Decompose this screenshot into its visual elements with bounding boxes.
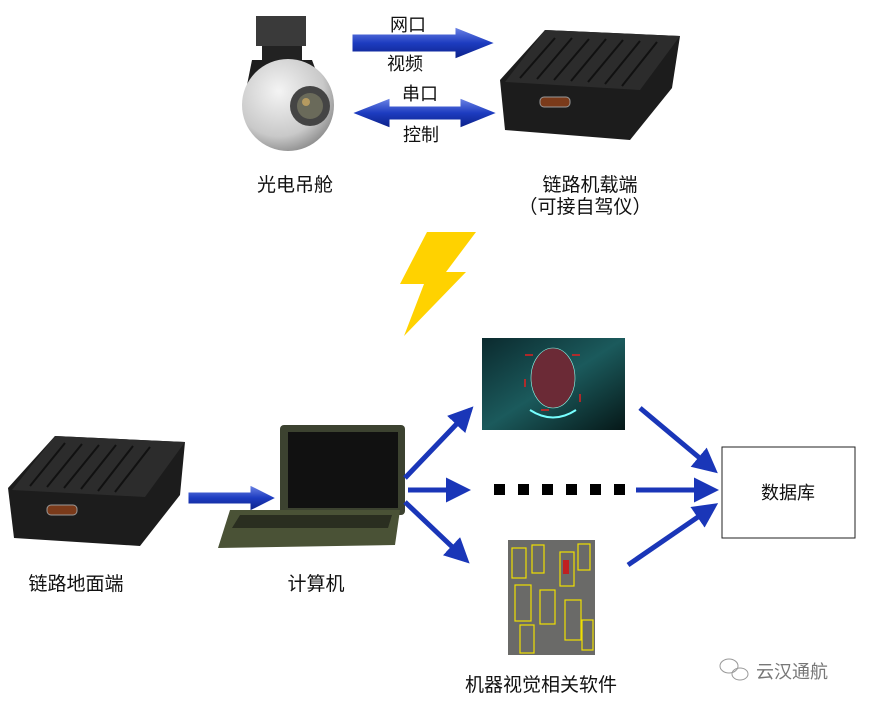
person-detection-image [508, 540, 595, 655]
database-box [721, 446, 856, 539]
airborne-link-module-image [500, 30, 680, 140]
ellipsis-dots [494, 484, 625, 495]
video-arrow-icon [351, 26, 497, 60]
watermark-text: 云汉通航 [756, 662, 828, 683]
database-label: 数据库 [761, 483, 815, 504]
ground-to-computer-arrow-icon [187, 484, 278, 512]
wechat-icon [719, 658, 749, 681]
arrow-label-serial: 串口 [402, 84, 438, 105]
gimbal-camera-image [242, 16, 334, 151]
gimbal-label: 光电吊舱 [257, 174, 333, 196]
computer-label: 计算机 [287, 573, 344, 595]
computer-output-arrows [403, 406, 474, 564]
control-double-arrow-icon [350, 97, 499, 129]
rugged-laptop-image [218, 425, 405, 548]
software-label: 机器视觉相关软件 [465, 674, 617, 696]
arrow-label-control: 控制 [403, 125, 439, 146]
airborne-label: 链路机载端 [542, 174, 637, 196]
arrow-person-to-database [626, 503, 719, 568]
database-input-arrows [626, 406, 719, 568]
arrow-to-person-detection [403, 500, 470, 564]
ground-link-module-image [8, 436, 185, 546]
arrow-to-face-recognition [403, 406, 474, 480]
arrow-label-video: 视频 [387, 54, 423, 75]
face-recognition-image [482, 338, 625, 430]
arrow-label-network: 网口 [390, 15, 426, 36]
arrow-face-to-database [638, 406, 718, 474]
wireless-lightning-icon [400, 232, 476, 336]
airborne-sublabel: （可接自驾仪） [518, 196, 651, 218]
ground-label: 链路地面端 [28, 573, 123, 595]
